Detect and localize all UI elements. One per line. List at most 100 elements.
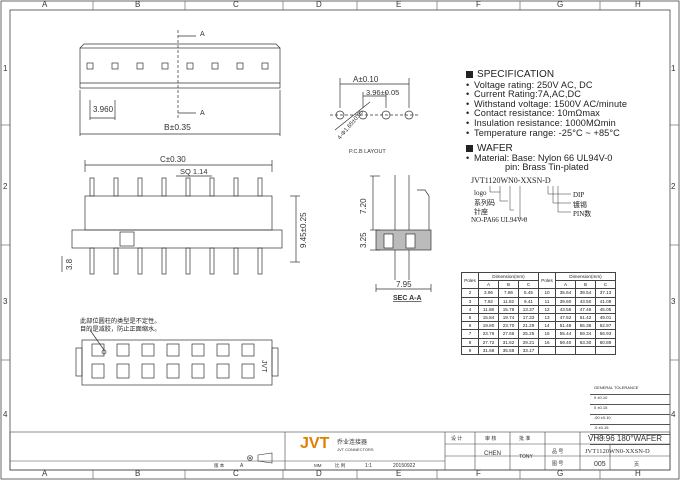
grid-col-h-bottom: H [635, 469, 641, 478]
dim-cell: 59.34 [575, 329, 596, 339]
note-line-2: 目的是减胶，防止正面缩水。 [80, 326, 161, 333]
poles-header: Poles [461, 271, 479, 290]
tolerance-row: .00 ±0.10 [590, 415, 670, 425]
grid-col-g-bottom: G [557, 469, 564, 478]
grid-col-c-bottom: C [233, 469, 239, 478]
company-en: JVT CONNECTORS [337, 447, 374, 452]
dim-c: C±0.30 [160, 155, 186, 164]
bottom-mark: JVT [260, 360, 267, 373]
dim-pitch-pcb: 3.96±0.05 [366, 88, 399, 97]
spec-insulation: Insulation resistance: 1000MΩmin [474, 117, 616, 128]
pcb-layout [330, 78, 418, 131]
company-cn: 乔业连接器 [337, 438, 367, 446]
spec-heading-text: SPECIFICATION [477, 69, 555, 80]
spec-voltage: Voltage rating: 250V AC, DC [474, 79, 593, 90]
tolerance-title: GENERAL TOLERANCE [590, 385, 670, 395]
dim-cell: 23.70 [498, 321, 519, 331]
dim-cell: 5.45 [518, 288, 539, 298]
dim-cell: 6 [461, 321, 479, 331]
grid-row-4-right: 4 [671, 410, 676, 419]
wafer-heading-text: WAFER [477, 143, 513, 154]
pn-material-label: NO-PA66 UL94V-0 [471, 216, 528, 224]
grid-col-c: C [233, 0, 239, 9]
wafer-heading: WAFER [466, 144, 676, 154]
dim-cell: 60.89 [595, 337, 616, 347]
col-a-2: A [555, 280, 576, 290]
dimension-table: Poles Dimension(mm) Poles Dimension(mm) … [461, 271, 616, 355]
grid-row-2-right: 2 [671, 182, 676, 191]
tolerance-row: 0 ±0.10 [590, 395, 670, 405]
grid-col-d-bottom: D [316, 469, 322, 478]
dim-cell: 3.96 [478, 288, 499, 298]
spec-temperature: Temperature range: -25°C ~ +85°C [474, 127, 620, 138]
dim-cell: 27.72 [478, 337, 499, 347]
dim-cell: 15 [538, 329, 556, 339]
check-label: 审 核 [485, 435, 496, 442]
dim-cell: 23.76 [478, 329, 499, 339]
part-no: JVT1120WN0-XXSN-D [585, 448, 650, 455]
dim-cell: 33.17 [518, 345, 539, 355]
note-line-1: 此部位圆柱的类型是不定性。 [80, 318, 161, 325]
dim-cell: 51.48 [555, 321, 576, 331]
dim-cell: 31.68 [478, 345, 499, 355]
dimension-header: Dimension(mm) [478, 271, 539, 282]
tolerance-row: ° ±2.0 [590, 435, 670, 445]
part-label: 品 号 [552, 449, 563, 455]
pn-logo-label: logo [474, 189, 487, 197]
dim-cell: 45.05 [595, 304, 616, 314]
drawing-label: 图 号 [552, 461, 563, 467]
grid-row-3: 3 [3, 297, 8, 306]
general-tolerance: GENERAL TOLERANCE 0 ±0.10 0 ±0.15 .00 ±0… [590, 385, 670, 445]
bottom-view [75, 329, 279, 386]
dim-cell: 63.30 [575, 337, 596, 347]
dim-cell: 7.86 [498, 288, 519, 298]
unit-label: MM [314, 463, 322, 468]
grid-col-a: A [42, 0, 48, 9]
dim-cell: 47.52 [555, 312, 576, 323]
dim-cell: 15.78 [498, 304, 519, 314]
dim-cell: 3 [461, 296, 479, 306]
pn-pins-label: PIN数 [573, 210, 592, 218]
dim-cell: 25.25 [518, 329, 539, 339]
dim-cell: 51.42 [575, 312, 596, 323]
spec-item: •Current Rating:7A,AC,DC [466, 89, 581, 100]
col-b: B [498, 280, 519, 290]
dim-cell: 13 [538, 312, 556, 323]
approve-label: 批 准 [519, 435, 530, 442]
dim-sq: SQ 1.14 [180, 167, 208, 176]
dim-cell: 13.37 [518, 304, 539, 314]
grid-row-4: 4 [3, 410, 8, 419]
dim-pitch-top: 3.960 [93, 105, 114, 114]
scale-label: 比 例 [335, 462, 346, 469]
dim-cell [555, 345, 576, 355]
dim-cell [575, 345, 596, 355]
scale: 1:1 [365, 463, 372, 469]
date: 20150922 [393, 463, 415, 469]
pn-plating-label: 镀锡 [573, 201, 587, 209]
dim-cell: 49.01 [595, 312, 616, 323]
wafer-section: WAFER •Material: Base: Nylon 66 UL94V-0 … [466, 144, 676, 173]
dim-cell: 19.74 [498, 312, 519, 323]
grid-row-2: 2 [3, 182, 8, 191]
dim-cell: 52.97 [595, 321, 616, 331]
dim-cell: 47.46 [575, 304, 596, 314]
dim-cell: 15.84 [478, 312, 499, 323]
top-view [79, 30, 281, 136]
dim-cell: 7 [461, 329, 479, 339]
dim-cell: 43.56 [555, 304, 576, 314]
spec-item: •Temperature range: -25°C ~ +85°C [466, 127, 620, 138]
drawing-no: 005 [594, 461, 606, 468]
dim-cell: 55.38 [575, 321, 596, 331]
dim-cell: 11.82 [498, 296, 519, 306]
dim-cell: 10 [538, 288, 556, 298]
dim-945: 9.45±0.25 [299, 212, 308, 248]
dim-38: 3.8 [65, 258, 74, 270]
grid-col-b: B [135, 0, 141, 9]
section-mark-top: A [200, 31, 205, 38]
material-pin: pin: Brass Tin-plated [505, 162, 589, 173]
dim-cell: 35.64 [555, 288, 576, 298]
projection-symbol [247, 452, 273, 464]
col-c-2: C [595, 280, 616, 290]
